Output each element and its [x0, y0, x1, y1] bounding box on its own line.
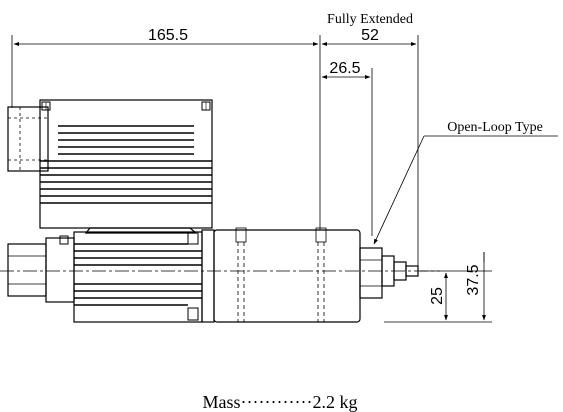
callout-leader: [373, 135, 558, 245]
actuator-lower-fins: [74, 243, 202, 306]
dimension-overall-length-label: 165.5: [148, 27, 188, 44]
mass-note: Mass············2.2 kg: [203, 392, 358, 412]
dimension-height: [384, 252, 492, 323]
valve-hidden-bolts: [235, 227, 327, 322]
callout-label: Open-Loop Type: [447, 120, 543, 135]
dimension-extension: [321, 35, 419, 270]
dimension-height-total-label: 37.5: [465, 264, 482, 295]
motor-neck: [84, 227, 198, 234]
motor-upper-body: [7, 99, 213, 229]
dimension-extension-caption: Fully Extended: [327, 12, 413, 27]
dimension-overall-length: [11, 35, 321, 230]
dimension-spacing: [321, 68, 373, 236]
motor-upper-fins: [40, 125, 212, 204]
dimension-spacing-label: 26.5: [329, 60, 360, 77]
dimension-extension-label: 52: [361, 27, 379, 44]
actuator-lower-body: [7, 229, 419, 323]
dimension-height-center-label: 25: [429, 287, 446, 305]
